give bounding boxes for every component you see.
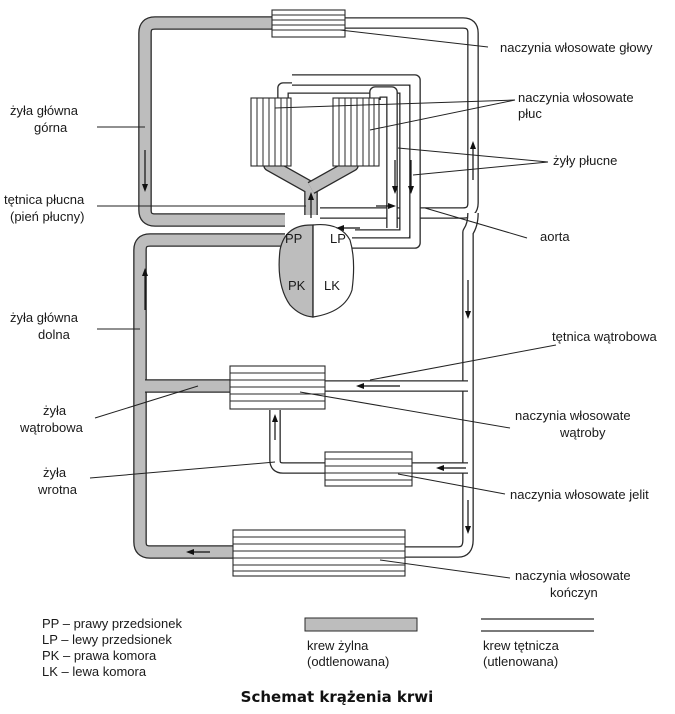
legend-venous-line1: krew żylna xyxy=(307,638,369,653)
label-head-capillaries: naczynia włosowate głowy xyxy=(500,40,653,55)
intestine-capillaries xyxy=(324,451,413,487)
label-pulmonary-artery-line2: (pień płucny) xyxy=(10,209,84,224)
abbr-lk: LK – lewa komora xyxy=(42,664,147,679)
heart-lp-label: LP xyxy=(330,231,346,246)
label-hepatic-vein-line2: wątrobowa xyxy=(19,420,84,435)
liver-capillaries xyxy=(229,365,326,410)
abbr-pp: PP – prawy przedsionek xyxy=(42,616,182,631)
legend-arterial-line1: krew tętnicza xyxy=(483,638,560,653)
heart-lk-label: LK xyxy=(324,278,340,293)
label-svc-line1: żyła główna xyxy=(10,103,79,118)
arterial-vessels xyxy=(269,17,479,558)
label-intestine-capillaries: naczynia włosowate jelit xyxy=(510,487,649,502)
lung-capillaries-right xyxy=(332,97,380,167)
label-portal-vein-line1: żyła xyxy=(43,465,67,480)
legend-venous-line2: (odtlenowana) xyxy=(307,654,389,669)
label-lung-capillaries-line1: naczynia włosowate xyxy=(518,90,634,105)
blood-type-legend: krew żylna (odtlenowana) krew tętnicza (… xyxy=(304,617,594,669)
label-limb-capillaries-line1: naczynia włosowate xyxy=(515,568,631,583)
label-limb-capillaries-line2: kończyn xyxy=(550,585,598,600)
venous-swatch xyxy=(304,617,418,632)
label-ivc-line1: żyła główna xyxy=(10,310,79,325)
labels: naczynia włosowate głowy naczynia włosow… xyxy=(4,40,658,600)
label-pulmonary-artery-line1: tętnica płucna xyxy=(4,192,85,207)
label-aorta: aorta xyxy=(540,229,570,244)
venous-vessels xyxy=(133,16,359,559)
head-capillaries xyxy=(271,9,346,38)
abbreviation-legend: PP – prawy przedsionek LP – lewy przedsi… xyxy=(42,616,182,679)
label-liver-capillaries-line2: wątroby xyxy=(559,425,606,440)
heart-pp-label: PP xyxy=(285,231,302,246)
limb-capillaries xyxy=(232,529,406,577)
label-hepatic-vein-line1: żyła xyxy=(43,403,67,418)
heart-pk-label: PK xyxy=(288,278,306,293)
lung-capillaries-left xyxy=(250,97,292,167)
label-hepatic-artery: tętnica wątrobowa xyxy=(552,329,658,344)
label-portal-vein-line2: wrotna xyxy=(37,482,78,497)
label-ivc-line2: dolna xyxy=(38,327,71,342)
flow-arrows xyxy=(142,141,476,555)
abbr-lp: LP – lewy przedsionek xyxy=(42,632,172,647)
legend-arterial-line2: (utlenowana) xyxy=(483,654,558,669)
label-lung-capillaries-line2: płuc xyxy=(518,106,542,121)
heart: PP LP PK LK xyxy=(278,223,355,318)
heart-left-side xyxy=(312,223,355,318)
heart-right-side xyxy=(278,224,314,318)
label-pulmonary-veins: żyły płucne xyxy=(553,153,617,168)
label-liver-capillaries-line1: naczynia włosowate xyxy=(515,408,631,423)
diagram-caption: Schemat krążenia krwi xyxy=(241,688,434,706)
abbr-pk: PK – prawa komora xyxy=(42,648,157,663)
leader-lines xyxy=(89,29,557,579)
label-svc-line2: górna xyxy=(34,120,68,135)
